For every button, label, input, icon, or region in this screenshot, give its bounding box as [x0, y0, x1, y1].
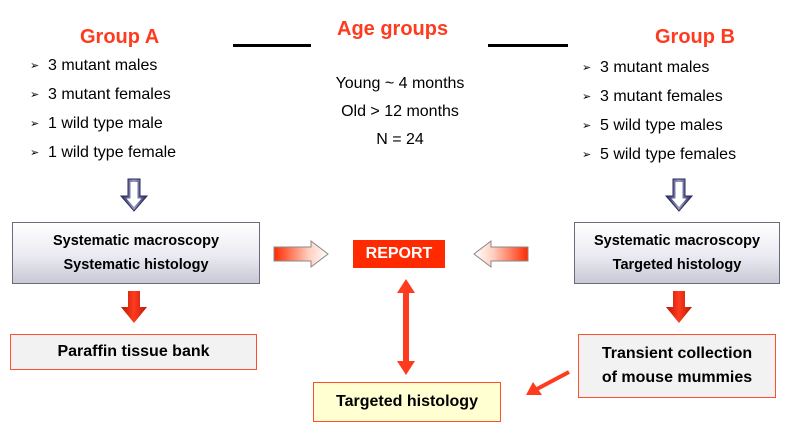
age-young: Young ~ 4 months [335, 75, 465, 92]
down-arrow-red-a-icon [121, 291, 147, 323]
group-b-list: ➢3 mutant males ➢3 mutant females ➢5 wil… [582, 57, 736, 173]
double-arrow-icon [397, 279, 415, 375]
divider-left [233, 44, 311, 47]
bullet-arrow-icon: ➢ [582, 120, 592, 132]
bullet-arrow-icon: ➢ [30, 89, 40, 101]
group-a-item: ➢1 wild type male [30, 113, 176, 142]
report-badge: REPORT [353, 240, 445, 268]
group-b-process-line: Systematic macroscopy [593, 233, 761, 249]
group-a-process-line: Systematic histology [63, 257, 209, 273]
group-a-list: ➢3 mutant males ➢3 mutant females ➢1 wil… [30, 55, 176, 171]
group-b-process-box: Systematic macroscopy Targeted histology [574, 222, 780, 284]
group-b-item: ➢3 mutant females [582, 86, 736, 115]
mouse-mummies-line: of mouse mummies [601, 369, 753, 386]
targeted-histology-box: Targeted histology [313, 382, 501, 422]
bullet-arrow-icon: ➢ [582, 149, 592, 161]
down-arrow-a-icon [119, 178, 149, 212]
divider-right [488, 44, 568, 47]
bullet-arrow-icon: ➢ [582, 62, 592, 74]
group-b-item: ➢3 mutant males [582, 57, 736, 86]
group-a-item: ➢3 mutant females [30, 84, 176, 113]
age-groups-details: Young ~ 4 months Old > 12 months N = 24 [300, 72, 500, 156]
down-arrow-b-icon [664, 178, 694, 212]
paraffin-tissue-bank-box: Paraffin tissue bank [10, 334, 257, 370]
diagonal-arrow-icon [526, 370, 570, 395]
group-a-item: ➢3 mutant males [30, 55, 176, 84]
paraffin-tissue-bank-label: Paraffin tissue bank [57, 343, 210, 360]
group-a-process-box: Systematic macroscopy Systematic histolo… [12, 222, 260, 284]
age-groups-title: Age groups [337, 18, 449, 40]
sample-size: N = 24 [376, 131, 424, 148]
mouse-mummies-box: Transient collection of mouse mummies [578, 334, 776, 398]
down-arrow-red-b-icon [666, 291, 692, 323]
group-b-title: Group B [655, 26, 735, 48]
bullet-arrow-icon: ➢ [582, 91, 592, 103]
targeted-histology-label: Targeted histology [336, 393, 478, 410]
left-arrow-icon [473, 239, 529, 269]
group-a-process-line: Systematic macroscopy [52, 233, 220, 249]
group-b-item: ➢5 wild type males [582, 115, 736, 144]
group-a-item: ➢1 wild type female [30, 142, 176, 171]
mouse-mummies-line: Transient collection [601, 345, 753, 362]
bullet-arrow-icon: ➢ [30, 147, 40, 159]
right-arrow-icon [273, 239, 329, 269]
group-b-item: ➢5 wild type females [582, 144, 736, 173]
bullet-arrow-icon: ➢ [30, 60, 40, 72]
group-b-process-line: Targeted histology [612, 257, 742, 273]
group-a-title: Group A [80, 26, 160, 48]
bullet-arrow-icon: ➢ [30, 118, 40, 130]
age-old: Old > 12 months [341, 103, 459, 120]
